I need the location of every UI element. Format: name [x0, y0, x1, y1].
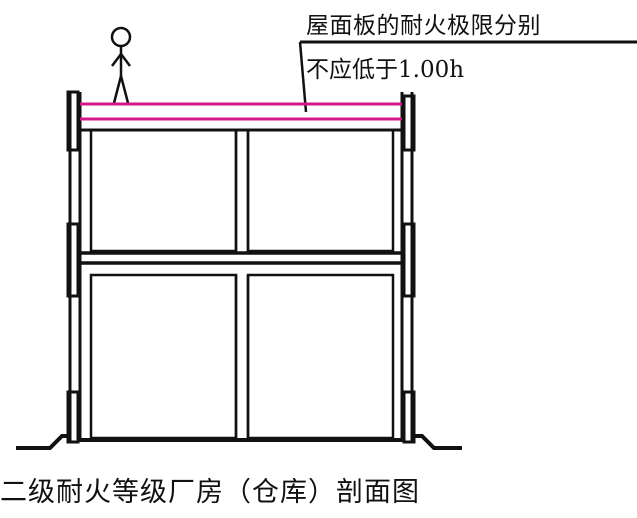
annotation-line2: 不应低于1.00h [306, 57, 465, 83]
upper-rooms [89, 128, 395, 253]
person-figure [110, 26, 132, 104]
right-wall [400, 92, 416, 444]
lower-rooms [89, 273, 395, 440]
floor-slab [80, 251, 402, 265]
left-wall [66, 90, 82, 444]
ground-line [16, 434, 462, 450]
roof-slab [80, 102, 402, 121]
diagram-caption: 二级耐火等级厂房（仓库）剖面图 [0, 477, 420, 508]
callout-leader [298, 40, 637, 113]
annotation-line1: 屋面板的耐火极限分别 [306, 13, 541, 39]
